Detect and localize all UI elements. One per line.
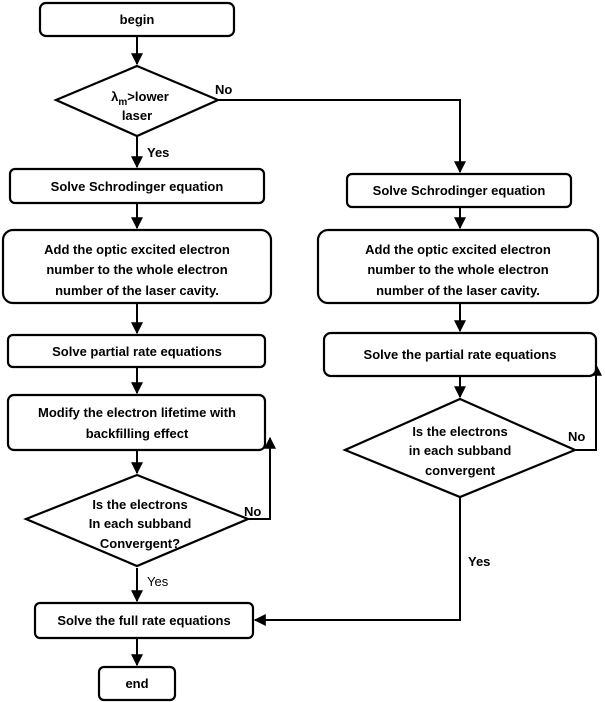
label-no-left: No xyxy=(244,504,261,519)
left-modify-lifetime-line2: backfilling effect xyxy=(86,426,189,441)
left-decision-line1: Is the electrons xyxy=(92,497,187,512)
left-add-electrons-line3: number of the laser cavity. xyxy=(55,283,219,298)
end-node: end xyxy=(97,665,177,702)
lambda-decision-node: λm>lower laser xyxy=(53,64,221,138)
left-decision-line2: In each subband xyxy=(89,516,192,531)
begin-node: begin xyxy=(38,1,236,38)
left-schrodinger-node: Solve Schrodinger equation xyxy=(8,167,266,205)
right-add-electrons-node: Add the optic excited electron number to… xyxy=(316,228,600,305)
label-yes-right: Yes xyxy=(468,554,490,569)
begin-label: begin xyxy=(120,12,155,27)
right-convergence-decision-node: Is the electrons in each subband converg… xyxy=(342,397,578,499)
right-add-electrons-line2: number to the whole electron xyxy=(367,262,548,277)
edge-decision-no-to-right-schrodinger xyxy=(218,99,466,174)
left-add-electrons-line1: Add the optic excited electron xyxy=(44,242,230,257)
label-yes-top: Yes xyxy=(147,145,169,160)
label-yes-left: Yes xyxy=(147,574,169,589)
left-add-electrons-node: Add the optic excited electron number to… xyxy=(1,228,273,305)
right-add-electrons-line3: number of the laser cavity. xyxy=(376,283,540,298)
label-no-right: No xyxy=(568,429,585,444)
left-partial-rate-node: Solve partial rate equations xyxy=(6,333,267,369)
right-decision-line1: Is the electrons xyxy=(412,424,507,439)
right-partial-rate-node: Solve the partial rate equations xyxy=(322,331,598,378)
left-add-electrons-line2: number to the whole electron xyxy=(46,262,227,277)
left-partial-rate-label: Solve partial rate equations xyxy=(52,344,222,359)
edge-left-decision-no-loop xyxy=(248,436,276,520)
edge-right-decision-no-loop xyxy=(575,363,602,451)
left-convergence-decision-node: Is the electrons In each subband Converg… xyxy=(23,473,251,568)
connectors xyxy=(131,36,602,667)
end-label: end xyxy=(125,676,148,691)
right-add-electrons-line1: Add the optic excited electron xyxy=(365,242,551,257)
right-schrodinger-label: Solve Schrodinger equation xyxy=(373,183,546,198)
edge-right-decision-yes-to-full-rate xyxy=(253,497,461,626)
full-rate-node: Solve the full rate equations xyxy=(33,601,255,640)
right-schrodinger-node: Solve Schrodinger equation xyxy=(345,172,573,209)
full-rate-label: Solve the full rate equations xyxy=(57,613,230,628)
left-modify-lifetime-node: Modify the electron lifetime with backfi… xyxy=(6,393,267,452)
right-decision-line3: convergent xyxy=(425,463,496,478)
left-decision-line3: Convergent? xyxy=(100,536,180,551)
right-partial-rate-label: Solve the partial rate equations xyxy=(364,347,557,362)
right-decision-line2: in each subband xyxy=(409,443,512,458)
label-no-top: No xyxy=(215,82,232,97)
left-schrodinger-label: Solve Schrodinger equation xyxy=(51,179,224,194)
left-modify-lifetime-line1: Modify the electron lifetime with xyxy=(38,405,236,420)
lambda-decision-line1: λm>lower xyxy=(111,89,169,108)
lambda-decision-line2: laser xyxy=(122,108,152,123)
